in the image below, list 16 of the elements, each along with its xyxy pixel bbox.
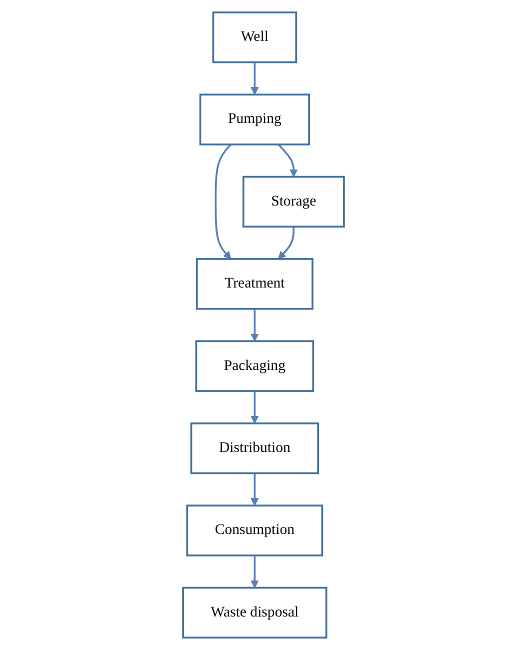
arrow: [250, 308, 259, 342]
arrow: [278, 144, 298, 178]
arrow: [214, 144, 232, 260]
node-box: Distribution: [190, 422, 320, 474]
arrow: [250, 62, 259, 95]
arrow: [250, 555, 259, 588]
node-box: Pumping: [199, 94, 310, 146]
arrow: [250, 391, 259, 424]
node-box: Well: [212, 11, 298, 64]
arrow: [250, 473, 259, 506]
node-box: Consumption: [186, 504, 324, 556]
node-box: Waste disposal: [182, 586, 328, 639]
node-box: Storage: [242, 176, 345, 228]
node-box: Packaging: [195, 340, 314, 392]
node-box: Treatment: [196, 258, 314, 310]
arrow: [278, 226, 295, 260]
